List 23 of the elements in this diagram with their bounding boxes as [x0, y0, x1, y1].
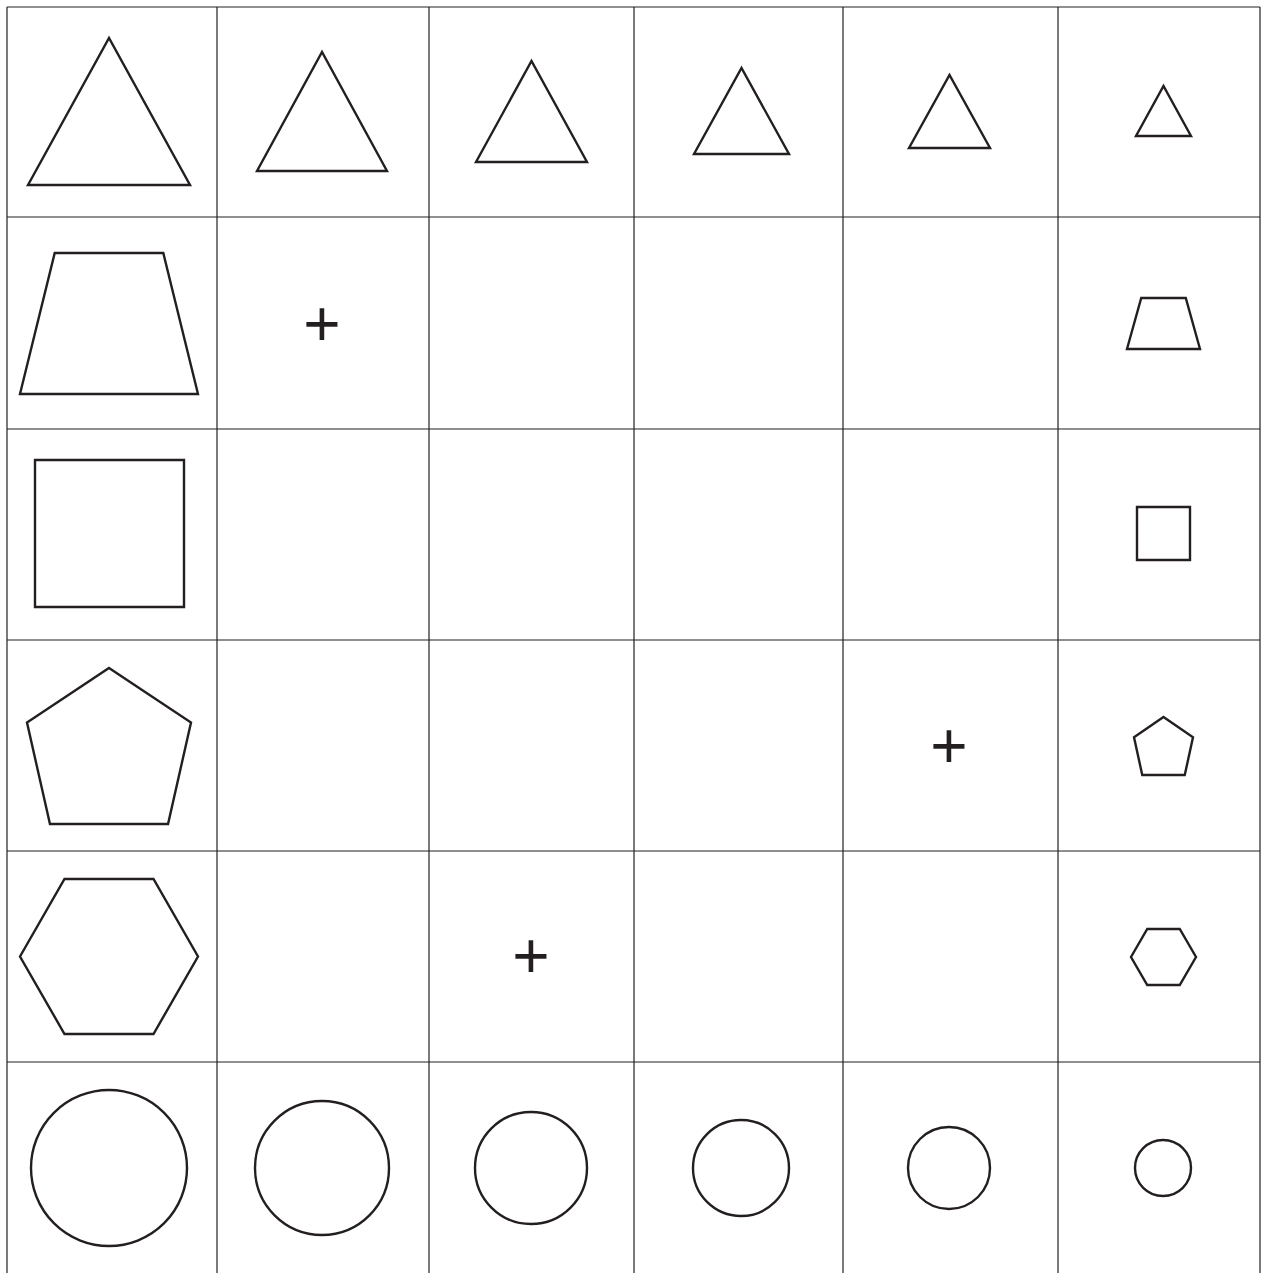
- trapezoid-outline: [18, 251, 200, 396]
- circle-outline: [691, 1118, 791, 1218]
- plus-sign: +: [930, 714, 968, 778]
- circle-outline: [906, 1125, 992, 1211]
- triangle-outline: [692, 66, 791, 156]
- circle-outline: [253, 1099, 391, 1237]
- triangle-outline: [1134, 84, 1193, 138]
- plus-sign: +: [512, 924, 550, 988]
- circle-outline: [29, 1088, 189, 1248]
- hexagon-outline: [18, 877, 200, 1036]
- triangle-outline: [907, 73, 992, 150]
- plus-sign: +: [303, 292, 341, 356]
- pentagon-outline: [1132, 715, 1195, 777]
- hexagon-outline: [1129, 927, 1198, 987]
- square-outline: [33, 458, 186, 609]
- trapezoid-outline: [1125, 296, 1202, 351]
- circle-outline: [1133, 1138, 1193, 1198]
- circle-outline: [473, 1110, 589, 1226]
- square-outline: [1135, 505, 1192, 562]
- triangle-outline: [474, 59, 589, 164]
- triangle-outline: [255, 50, 389, 173]
- triangle-outline: [26, 36, 192, 187]
- pentagon-outline: [25, 666, 193, 826]
